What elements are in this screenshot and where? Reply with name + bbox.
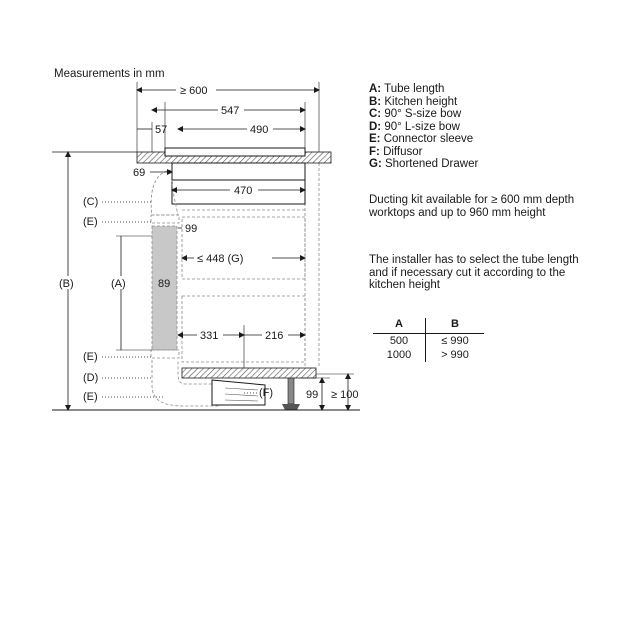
connector-sleeve-top [150, 214, 180, 224]
dim-470: 470 [234, 185, 252, 197]
dim-99-bottom: 99 [306, 389, 318, 401]
table-row: 1000 > 990 [373, 348, 484, 362]
dim-547: 547 [221, 105, 239, 117]
legend-item-a: A: Tube length [369, 83, 445, 95]
measurements-label: Measurements in mm [54, 68, 165, 80]
dim-600: ≥ 600 [180, 85, 207, 97]
cooktop [164, 147, 306, 157]
callout-b: (B) [59, 278, 74, 290]
cabinet-foot [287, 377, 295, 405]
legend-item-e: E: Connector sleeve [369, 133, 474, 145]
table-row: 500 ≤ 990 [373, 333, 484, 348]
legend-item-g: G: Shortened Drawer [369, 158, 479, 170]
callout-e-top: (E) [83, 216, 98, 228]
ducting-note: Ducting kit available for ≥ 600 mm depth… [369, 194, 575, 219]
dim-331: 331 [200, 330, 218, 342]
callout-f: (F) [259, 387, 273, 399]
dim-69: 69 [133, 167, 145, 179]
callout-d: (D) [83, 372, 98, 384]
cabinet-foot-base [282, 404, 300, 410]
extension-lines [136, 82, 320, 152]
table-cell: ≤ 990 [441, 335, 469, 347]
legend-item-b: B: Kitchen height [369, 95, 458, 108]
plinth [181, 367, 317, 379]
dim-99-top: 99 [185, 223, 197, 235]
dim-216: 216 [265, 330, 283, 342]
legend-item-f: F: Diffusor [369, 145, 423, 158]
dim-448: ≤ 448 (G) [197, 253, 243, 265]
diffusor [211, 379, 266, 406]
tube-length-table: A B 500 ≤ 990 1000 > 990 [373, 318, 484, 362]
table-cell: 1000 [373, 348, 426, 362]
diffusor-grille [224, 387, 259, 402]
callout-e-bottom: (E) [83, 391, 98, 403]
callout-a: (A) [111, 278, 126, 290]
legend-item-c: C: 90° S-size bow [369, 108, 462, 120]
callout-e-middle: (E) [83, 351, 98, 363]
l-size-bow [151, 360, 221, 407]
dim-89: 89 [158, 278, 170, 290]
table-header-b: B [451, 318, 459, 330]
dim-100: ≥ 100 [331, 389, 358, 401]
legend-list: A: Tube length B: Kitchen height C: 90° … [369, 83, 478, 171]
connector-sleeve-bottom [150, 349, 180, 359]
table-header-a: A [373, 318, 426, 334]
dim-490: 490 [250, 124, 268, 136]
dim-57: 57 [155, 124, 167, 136]
installer-note: The installer has to select the tube len… [369, 254, 579, 291]
table-cell: > 990 [441, 349, 469, 361]
table-cell: 500 [373, 333, 426, 348]
legend-item-d: D: 90° L-size bow [369, 120, 460, 133]
callout-c: (C) [83, 196, 98, 208]
